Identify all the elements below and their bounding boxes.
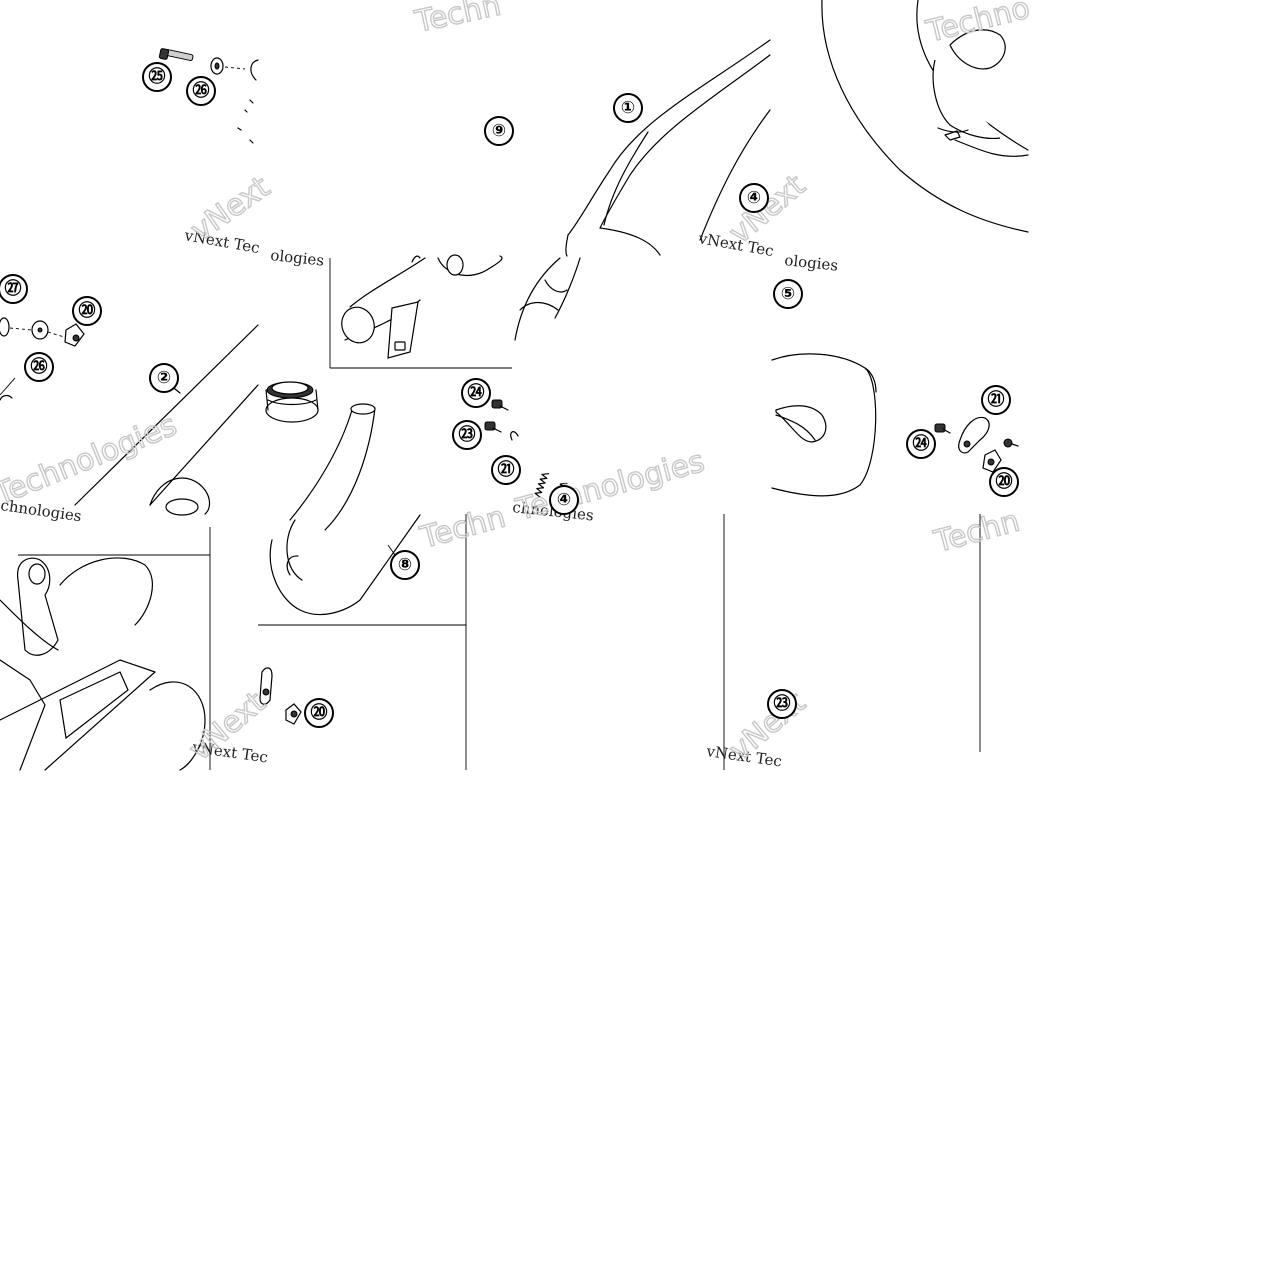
callout-21a: ㉑ <box>491 455 521 485</box>
watermark-vnext-2: vNext <box>723 168 813 251</box>
svg-text:㉓: ㉓ <box>459 424 476 445</box>
callout-5: ⑤ <box>773 279 803 309</box>
svg-text:⑧: ⑧ <box>398 555 412 575</box>
silencer-end-cap <box>771 353 877 497</box>
callout-23a: ㉓ <box>452 420 482 450</box>
svg-text:④: ④ <box>747 188 761 208</box>
callout-26a: ㉖ <box>186 76 216 106</box>
callout-4a: ④ <box>739 183 769 213</box>
svg-text:④: ④ <box>557 490 571 510</box>
tile-separators <box>18 258 981 770</box>
callout-24b: ㉔ <box>906 429 936 459</box>
svg-text:㉕: ㉕ <box>149 66 166 87</box>
callout-20c: ⑳ <box>304 698 334 728</box>
clamp-parts-bottom <box>259 667 302 725</box>
header-pipe-drawing <box>565 39 771 257</box>
watermark-technologies-1: Technologies <box>0 408 182 513</box>
watermark-ologies-1: ologies <box>270 246 325 270</box>
callout-20b: ⑳ <box>989 467 1019 497</box>
svg-text:㉔: ㉔ <box>913 433 930 454</box>
callout-1: ① <box>613 93 643 123</box>
expansion-chamber-drawing <box>821 0 1029 233</box>
bolt-and-washer-top <box>158 48 259 144</box>
svg-text:①: ① <box>621 98 635 118</box>
heat-shield-8 <box>269 403 421 616</box>
svg-text:㉑: ㉑ <box>988 389 1005 410</box>
svg-text:㉓: ㉓ <box>774 693 791 714</box>
clamp-parts-right <box>934 416 1019 473</box>
svg-text:⑳: ⑳ <box>311 702 328 723</box>
header-pipe-tail <box>514 257 581 341</box>
callout-20a: ⑳ <box>72 296 102 326</box>
svg-text:⑤: ⑤ <box>781 284 795 304</box>
callout-8: ⑧ <box>390 550 420 580</box>
watermark-techn-2: Techn <box>416 500 509 556</box>
svg-text:②: ② <box>157 368 171 388</box>
rubber-grommet <box>265 381 319 423</box>
silencer-drawing <box>0 324 259 516</box>
callout-24a: ㉔ <box>461 378 491 408</box>
watermark-techn-1: Techn <box>411 0 504 40</box>
watermark-techn-3: Techn <box>930 504 1023 560</box>
silencer-bracket-drawing <box>0 557 206 771</box>
callout-9: ⑨ <box>484 116 514 146</box>
svg-text:⑳: ⑳ <box>79 300 96 321</box>
callout-23b: ㉓ <box>767 689 797 719</box>
washers-and-nut-left <box>0 317 85 347</box>
svg-text:㉗: ㉗ <box>5 278 22 299</box>
watermark-technologies-2: Technologies <box>512 444 708 528</box>
callout-2: ② <box>149 363 179 393</box>
watermark-ologies-2: ologies <box>784 251 839 275</box>
callout-21b: ㉑ <box>981 385 1011 415</box>
svg-text:㉔: ㉔ <box>468 382 485 403</box>
callout-26b: ㉖ <box>24 352 54 382</box>
svg-text:㉖: ㉖ <box>31 356 48 377</box>
callout-25: ㉕ <box>142 62 172 92</box>
svg-text:⑳: ⑳ <box>996 471 1013 492</box>
svg-text:㉑: ㉑ <box>498 459 515 480</box>
callout-4b: ④ <box>549 485 579 515</box>
svg-text:⑨: ⑨ <box>492 121 506 141</box>
callout-27: ㉗ <box>0 274 28 304</box>
pipe-end-and-clamp <box>341 254 503 359</box>
svg-text:㉖: ㉖ <box>193 80 210 101</box>
